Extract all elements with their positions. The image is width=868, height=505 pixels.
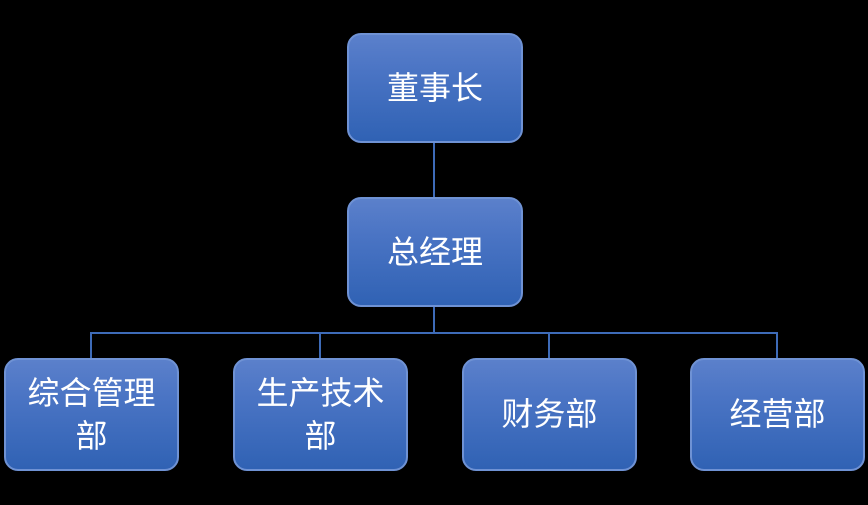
connector-drop-dept-1 (319, 332, 321, 358)
connector-gm-stub (433, 307, 435, 334)
connector-chairman-to-gm (433, 143, 435, 198)
dept-label: 综合管理部 (27, 374, 156, 455)
connector-drop-dept-3 (776, 332, 778, 358)
connector-horizontal-bus (90, 332, 778, 334)
org-node-dept-finance: 财务部 (462, 358, 637, 471)
org-node-dept-comprehensive-management: 综合管理部 (4, 358, 179, 471)
general-manager-label: 总经理 (386, 232, 483, 271)
org-node-general-manager: 总经理 (347, 197, 523, 307)
org-node-chairman: 董事长 (347, 33, 523, 143)
org-node-dept-production-technology: 生产技术部 (233, 358, 408, 471)
dept-label: 财务部 (501, 395, 598, 434)
connector-drop-dept-2 (548, 332, 550, 358)
org-node-dept-business: 经营部 (690, 358, 865, 471)
dept-label: 经营部 (729, 395, 826, 434)
chairman-label: 董事长 (386, 68, 483, 107)
connector-drop-dept-0 (90, 332, 92, 358)
dept-label: 生产技术部 (256, 374, 385, 455)
